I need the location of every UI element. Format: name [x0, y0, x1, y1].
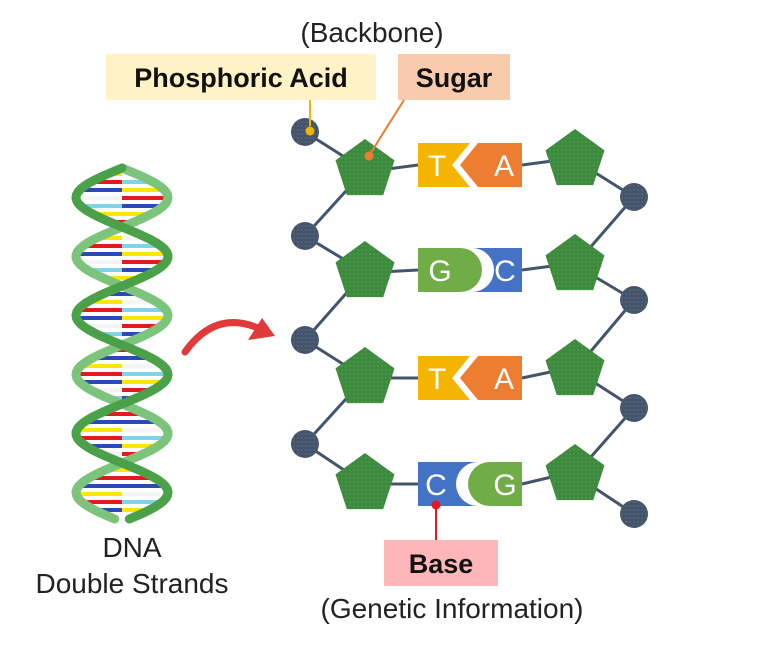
base-T-shape — [418, 356, 470, 400]
base-letter-left: C — [425, 469, 447, 502]
phosphate-texture-6 — [620, 286, 648, 314]
sugar-texture-2 — [335, 241, 395, 298]
helix-strand-b — [71, 163, 173, 524]
sugar-texture-3 — [335, 347, 395, 404]
base-C-shape — [418, 462, 478, 506]
phosphate-texture-3 — [291, 326, 319, 354]
base-letter-right: A — [494, 150, 514, 183]
phosphoric-acid-label-box — [106, 54, 376, 100]
phosphoric-pointer-dot — [305, 126, 315, 136]
curved-arrow-icon — [181, 318, 275, 356]
sugar-texture-4 — [335, 453, 395, 510]
base-A-shape — [460, 356, 522, 400]
phosphate-texture-8 — [620, 500, 648, 528]
base-T-shape — [418, 143, 470, 187]
phosphate-texture-7 — [620, 394, 648, 422]
sugar-pointer-line — [369, 99, 405, 155]
base-pair-3: T A — [418, 356, 522, 400]
phosphate-group — [291, 118, 648, 528]
sugar-texture-1 — [335, 139, 395, 196]
base-pair-1: T A — [418, 143, 522, 187]
double-strands-label: Double Strands — [35, 568, 228, 599]
sugar-group — [335, 129, 605, 510]
base-G-shape — [468, 462, 522, 506]
base-letter-left: T — [428, 363, 446, 396]
base-pair-4: C G — [418, 462, 522, 506]
base-letter-left: T — [428, 150, 446, 183]
phosphate-texture-4 — [291, 430, 319, 458]
base-letter-right: G — [493, 469, 516, 502]
phosphate-texture-2 — [291, 222, 319, 250]
base-letter-right: A — [494, 363, 514, 396]
backbone-label: (Backbone) — [300, 17, 443, 48]
genetic-information-label: (Genetic Information) — [321, 593, 584, 624]
sugar-texture-6 — [545, 234, 605, 291]
base-pair-2: G C — [418, 248, 522, 292]
base-letter-right: C — [494, 255, 516, 288]
sugar-pointer-dot — [364, 151, 374, 161]
phosphate-texture-5 — [620, 183, 648, 211]
phosphate-texture-1 — [291, 118, 319, 146]
phosphoric-acid-label: Phosphoric Acid — [134, 63, 348, 93]
base-C-shape — [472, 248, 522, 292]
base-label-box — [384, 540, 498, 586]
sugar-label-box — [398, 54, 510, 100]
sugar-texture-5 — [545, 129, 605, 186]
base-letter-left: G — [428, 255, 451, 288]
base-A-shape — [460, 143, 522, 187]
sugar-texture-7 — [545, 339, 605, 396]
base-G-shape — [418, 248, 482, 292]
base-pointer-dot — [431, 500, 441, 510]
base-label: Base — [409, 549, 474, 579]
sugar-label: Sugar — [416, 63, 493, 93]
dna-label: DNA — [102, 532, 161, 563]
sugar-texture-8 — [545, 444, 605, 501]
dna-helix-illustration — [71, 163, 173, 524]
